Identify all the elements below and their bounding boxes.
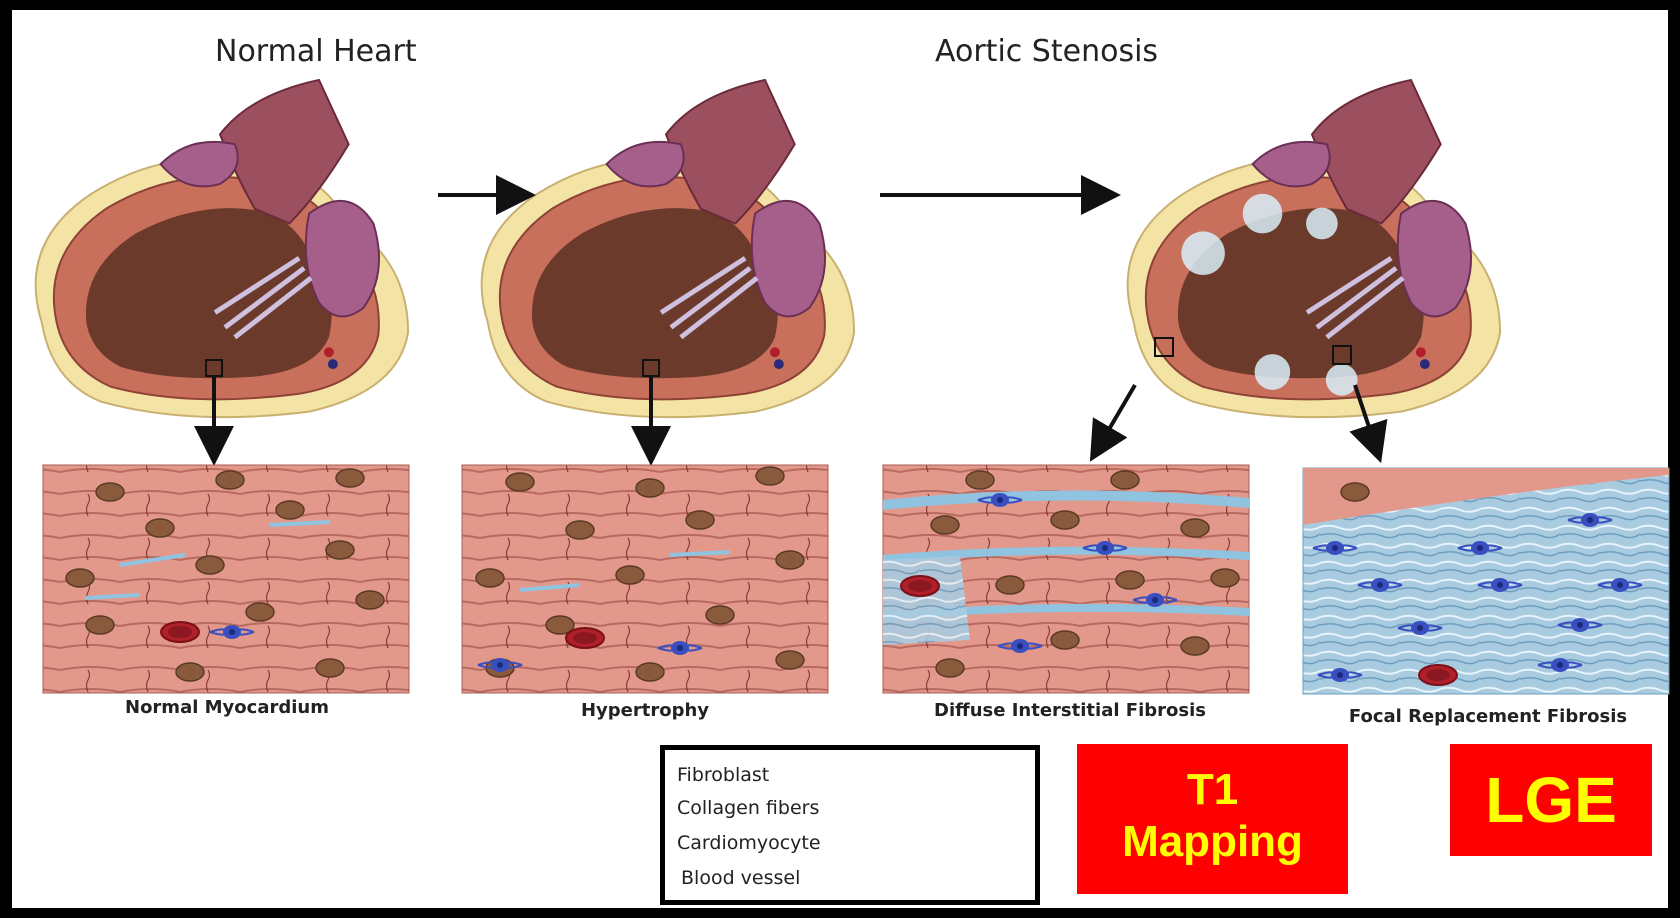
t1-badge-line1: T1 [1077,764,1348,816]
legend-label-cardiomyocyte: Cardiomyocyte [677,832,821,854]
caption-focal-fibrosis: Focal Replacement Fibrosis [1340,706,1636,727]
caption-hypertrophy: Hypertrophy [560,700,730,721]
legend-label-collagen: Collagen fibers [677,797,819,819]
legend-label-blood-vessel: Blood vessel [681,867,800,889]
lge-badge: LGE [1450,744,1652,856]
hypertrophy-heart-illustration [482,80,854,417]
title-aortic-stenosis: Aortic Stenosis [935,34,1158,69]
tissue-diffuse-fibrosis [883,465,1249,693]
caption-normal-myocardium: Normal Myocardium [120,697,334,718]
t1-mapping-badge: T1 Mapping [1077,744,1348,894]
tissue-hypertrophy [462,465,828,693]
legend-label-fibroblast: Fibroblast [677,764,769,786]
caption-diffuse-fibrosis: Diffuse Interstitial Fibrosis [925,700,1215,721]
legend-box: Fibroblast Collagen fibers Cardiomyocyte… [660,745,1040,905]
t1-badge-line2: Mapping [1077,816,1348,868]
tissue-focal-fibrosis [1303,468,1669,694]
aortic-stenosis-heart-illustration [1128,80,1500,417]
tissue-normal-myocardium [43,465,409,693]
arrow-down-diffuse [1098,385,1135,448]
title-normal-heart: Normal Heart [215,34,417,69]
